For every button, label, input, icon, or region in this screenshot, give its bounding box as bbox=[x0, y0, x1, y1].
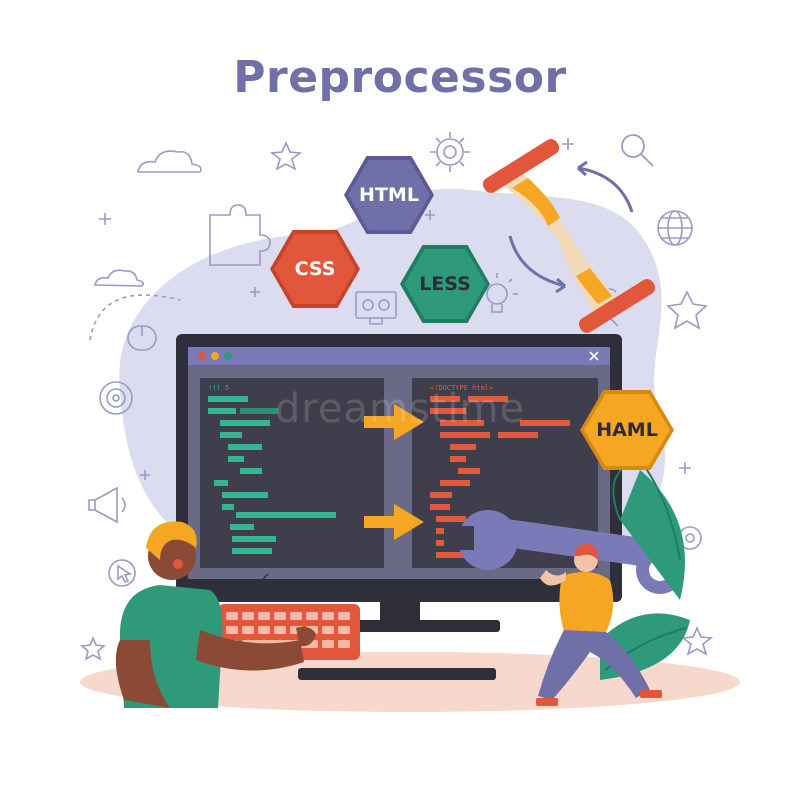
haml-badge: HAML bbox=[580, 390, 674, 470]
code-header-left: !!! 5 bbox=[208, 384, 229, 392]
cloud-icon bbox=[137, 150, 202, 173]
globe-icon bbox=[657, 210, 693, 246]
code-lines-left bbox=[208, 396, 336, 554]
html-badge: HTML bbox=[344, 156, 434, 234]
cursor-icon bbox=[108, 559, 136, 587]
html-badge-label: HTML bbox=[359, 184, 419, 206]
css-badge: CSS bbox=[270, 230, 360, 308]
less-badge-label: LESS bbox=[419, 273, 471, 295]
developer-person-left bbox=[115, 521, 316, 708]
page-title: Preprocessor bbox=[233, 52, 567, 103]
mouse-icon bbox=[89, 294, 181, 351]
megaphone-icon bbox=[88, 486, 126, 524]
developer-person-right bbox=[536, 543, 662, 706]
convert-arrow-bottom bbox=[364, 504, 424, 540]
less-badge: LESS bbox=[400, 245, 490, 323]
wrench-icon bbox=[444, 510, 684, 594]
puzzle-icon bbox=[209, 204, 271, 266]
target-icon bbox=[99, 381, 133, 415]
convert-arrow-top bbox=[364, 404, 424, 440]
rotate-arrows bbox=[508, 160, 634, 294]
cloud-icon-small bbox=[94, 269, 144, 287]
star-icon-bottom bbox=[680, 626, 714, 656]
sparkle-icons bbox=[99, 138, 691, 480]
hourglass-icon bbox=[482, 139, 656, 333]
search-icon bbox=[621, 134, 654, 167]
monitor-check-icon bbox=[355, 291, 397, 325]
star-icon-right bbox=[666, 290, 708, 330]
gear-icon bbox=[430, 132, 470, 172]
code-header-right: <!DOCTYPE html> bbox=[430, 384, 493, 392]
code-panel-left bbox=[200, 378, 384, 568]
star-icon bbox=[269, 141, 303, 171]
star-icon-left bbox=[80, 635, 106, 661]
css-badge-label: CSS bbox=[294, 258, 336, 280]
haml-badge-label: HAML bbox=[596, 419, 658, 441]
